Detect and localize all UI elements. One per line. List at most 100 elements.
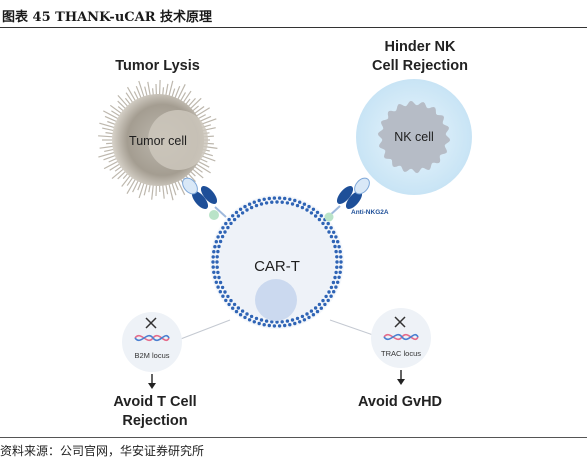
membrane-dot [237,306,240,309]
trac-locus-graphic: TRAC locus [371,308,431,368]
membrane-dot [298,320,301,323]
membrane-dot [327,299,330,302]
membrane-dot [245,312,248,315]
b2m-connector [178,320,230,340]
membrane-dot [233,303,236,306]
membrane-dot [329,226,332,229]
membrane-dot [216,266,219,269]
membrane-dot [243,205,246,208]
membrane-dot [312,208,315,211]
membrane-dot [301,315,304,318]
car-receptor [180,175,226,220]
membrane-dot [235,211,238,214]
membrane-dot [239,313,242,316]
membrane-dot [320,214,323,217]
membrane-dot [303,318,306,321]
membrane-dot [219,290,222,293]
membrane-dot [216,255,219,258]
membrane-dot [263,323,266,326]
membrane-dot [235,310,238,313]
membrane-dot [268,197,271,200]
trac-connector [330,320,376,336]
membrane-dot [216,235,219,238]
membrane-dot [241,309,244,312]
membrane-dot [229,222,232,225]
membrane-dot [296,204,299,207]
membrane-dot [223,290,226,293]
membrane-dot [286,201,289,204]
membrane-dot [320,307,323,310]
membrane-dot [323,303,326,306]
membrane-dot [316,211,319,214]
membrane-dot [283,324,286,327]
membrane-dot [291,318,294,321]
car-t-cell-graphic: CAR-T [210,195,344,329]
membrane-dot [336,240,339,243]
membrane-dot [229,299,232,302]
membrane-dot [332,290,335,293]
membrane-dot [219,240,222,243]
membrane-dot [330,235,333,238]
membrane-dot [305,312,308,315]
membrane-dot [250,206,253,209]
membrane-dot [215,260,218,263]
membrane-dot [291,202,294,205]
membrane-dot [253,201,256,204]
membrane-dot [318,303,321,306]
membrane-dot [224,299,227,302]
car-t-nucleus [255,279,297,321]
membrane-dot [219,231,222,234]
membrane-dot [337,276,340,279]
membrane-dot [213,276,216,279]
membrane-dot [245,208,248,211]
tumor-cell-graphic: Tumor cell [98,80,217,200]
membrane-dot [212,271,215,274]
membrane-dot [310,211,313,214]
trac-down-arrow-icon [397,370,405,385]
membrane-dot [216,285,219,288]
membrane-dot [327,230,330,233]
membrane-dot [221,235,224,238]
membrane-dot [275,200,278,203]
membrane-dot [339,260,342,263]
membrane-dot [321,299,324,302]
membrane-dot [227,303,230,306]
membrane-dot [314,214,317,217]
membrane-dot [286,319,289,322]
membrane-dot [243,316,246,319]
membrane-dot [253,320,256,323]
membrane-dot [221,295,224,298]
membrane-dot [221,226,224,229]
membrane-dot [215,240,218,243]
membrane-dot [310,309,313,312]
membrane-dot [324,226,327,229]
membrane-dot [329,295,332,298]
membrane-dot [288,323,291,326]
b2m-locus-label: B2M locus [134,351,169,360]
membrane-dot [216,271,219,274]
membrane-dot [332,281,335,284]
membrane-dot [316,310,319,313]
figure-footer: 资料来源：公司官网，华安证券研究所 [0,437,587,460]
membrane-dot [260,202,263,205]
membrane-dot [224,222,227,225]
tumor-cell-label: Tumor cell [129,134,187,148]
membrane-dot [212,265,215,268]
membrane-dot [226,295,229,298]
membrane-dot [324,295,327,298]
car-receptor-hinge [209,210,219,220]
membrane-dot [241,211,244,214]
membrane-dot [273,196,276,199]
membrane-dot [305,208,308,211]
membrane-dot [288,198,291,201]
membrane-dot [227,218,230,221]
membrane-dot [281,320,284,323]
membrane-dot [332,240,335,243]
nk-cell-graphic: NK cell [356,79,472,195]
membrane-dot [217,276,220,279]
membrane-dot [213,245,216,248]
trac-locus-label: TRAC locus [381,349,421,358]
membrane-dot [255,317,258,320]
membrane-dot [263,198,266,201]
membrane-dot [334,271,337,274]
